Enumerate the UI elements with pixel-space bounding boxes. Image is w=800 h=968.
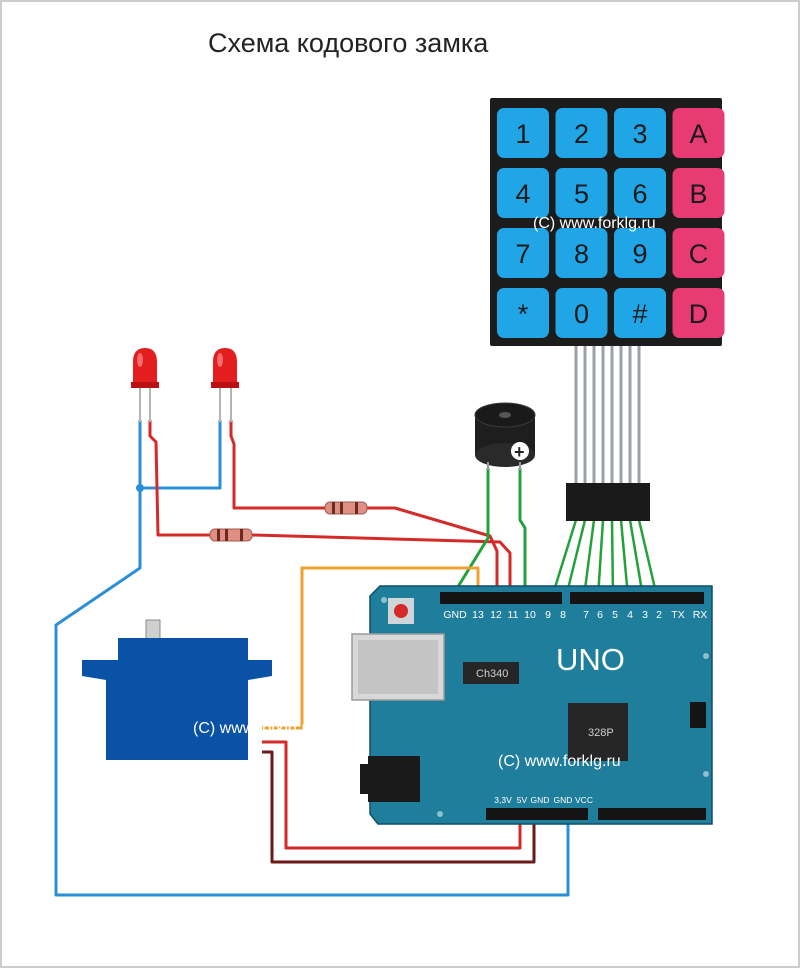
key-label: B — [689, 179, 707, 209]
key-label: 5 — [574, 179, 589, 209]
diagram-title: Схема кодового замка — [208, 28, 489, 58]
key-label: 8 — [574, 239, 589, 269]
pin-label: 8 — [560, 609, 566, 621]
pin-label: 9 — [545, 609, 551, 621]
key-label: 1 — [515, 119, 530, 149]
key-1: 1 — [497, 108, 549, 158]
key-5: 5 — [555, 168, 608, 218]
buzzer: + — [474, 402, 536, 470]
pin-label: 11 — [508, 609, 519, 621]
key-label: 2 — [574, 119, 589, 149]
key-label: * — [518, 299, 529, 329]
resistor-2 — [324, 501, 368, 515]
servo-power-wire — [262, 740, 522, 850]
usb-chip-label: Ch340 — [476, 668, 508, 680]
pin-label: 2 — [656, 609, 662, 621]
keypad: 1 2 3 A 4 5 6 B 7 8 9 C * 0 # D (C) www.forklg.ru — [490, 98, 725, 346]
key-2: 2 — [555, 108, 608, 158]
pin-label: 7 — [583, 609, 589, 621]
key-8: 8 — [555, 228, 608, 278]
key-0: 0 — [555, 288, 608, 338]
led2-anode-wire — [229, 420, 325, 510]
key-label: # — [632, 299, 647, 329]
key-label: 4 — [515, 179, 530, 209]
key-6: 6 — [614, 168, 666, 218]
keypad-connector — [566, 483, 650, 521]
key-c: C — [672, 228, 725, 278]
key-label: 7 — [515, 239, 530, 269]
led-ground-wire — [138, 420, 222, 490]
led2-to-pin12-wire — [366, 506, 499, 597]
keypad-watermark: (C) www.forklg.ru — [533, 215, 656, 232]
key-label: 6 — [632, 179, 647, 209]
key-label: D — [689, 299, 709, 329]
key-star: * — [497, 288, 549, 338]
pin-label: 12 — [490, 609, 502, 621]
buzzer-signal-wire — [518, 468, 527, 597]
servo-signal-wire — [262, 566, 480, 730]
pin-label: 4 — [627, 609, 633, 621]
key-7: 7 — [497, 228, 549, 278]
pin-label: GND — [443, 609, 467, 621]
servo-ground-wire — [262, 750, 536, 864]
power-pin-label: 3,3V — [494, 795, 512, 805]
resistor-1 — [209, 528, 253, 542]
led-right — [211, 348, 239, 422]
servo-motor: (C) www.forklg.ru — [82, 619, 316, 760]
board-name: UNO — [556, 642, 625, 677]
power-pin-label: VCC — [575, 795, 593, 805]
pin-label: 5 — [612, 609, 618, 621]
power-pin-label: GND — [554, 795, 573, 805]
key-3: 3 — [614, 108, 666, 158]
key-hash: # — [614, 288, 666, 338]
board-watermark: (C) www.forklg.ru — [498, 753, 621, 770]
key-label: 3 — [632, 119, 647, 149]
servo-watermark: (C) www.forklg.ru — [193, 720, 316, 737]
key-b: B — [672, 168, 725, 218]
key-a: A — [672, 108, 725, 158]
key-label: 9 — [632, 239, 647, 269]
power-pin-label: GND — [531, 795, 550, 805]
keypad-wires — [550, 519, 659, 598]
arduino-board: Ch340 UNO 328P (C) www.forklg.ru GND 13 12… — [351, 585, 713, 825]
pin-label: 13 — [472, 609, 484, 621]
pin-label: 6 — [597, 609, 603, 621]
key-label: C — [689, 239, 709, 269]
wires — [54, 345, 659, 897]
led1-anode-wire — [148, 420, 210, 537]
pin-label: TX — [671, 609, 684, 621]
key-d: D — [672, 288, 725, 338]
buzzer-plus-label: + — [514, 442, 525, 462]
pin-label: 10 — [524, 609, 536, 621]
ground-junction — [136, 484, 144, 492]
led1-to-pin11-wire — [251, 533, 512, 597]
key-label: A — [689, 119, 707, 149]
pin-label: RX — [693, 609, 708, 621]
key-label: 0 — [574, 299, 589, 329]
mcu-label: 328P — [588, 727, 614, 739]
led-left — [131, 348, 159, 422]
keypad-ribbon — [574, 345, 641, 483]
key-4: 4 — [497, 168, 549, 218]
ground-wire — [54, 488, 570, 897]
key-9: 9 — [614, 228, 666, 278]
power-pin-label: 5V — [517, 795, 528, 805]
pin-label: 3 — [642, 609, 648, 621]
